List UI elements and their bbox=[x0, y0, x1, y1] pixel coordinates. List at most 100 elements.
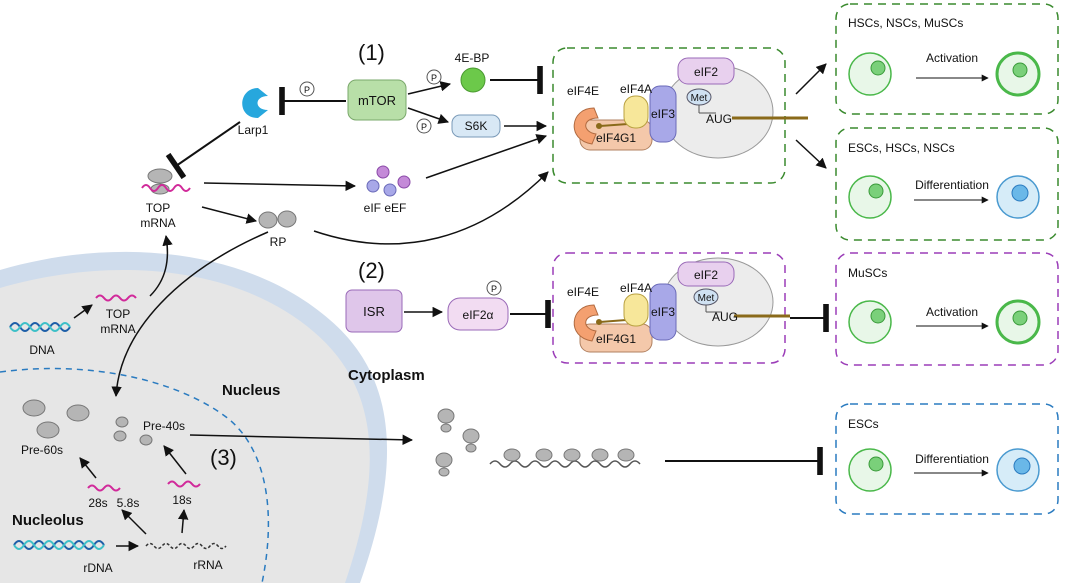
nuclear-top-export bbox=[149, 234, 173, 297]
initiation-complex-2 bbox=[573, 257, 790, 353]
nuclear-top-label-1: TOP bbox=[106, 307, 130, 321]
c1-eif4g1-label: eIF4G1 bbox=[596, 131, 636, 145]
outcome-4-cell-before bbox=[848, 448, 892, 492]
phospho-4ebp-label: P bbox=[431, 73, 437, 83]
5-8s-label: 5.8s bbox=[117, 496, 140, 510]
outcome-2-cell-before bbox=[848, 175, 892, 219]
top-mrna-ribosome bbox=[141, 168, 191, 195]
pre60-particles bbox=[22, 399, 90, 439]
rrna-label: rRNA bbox=[193, 558, 222, 572]
top-to-rp bbox=[201, 206, 258, 224]
nuclear-top-label-2: mRNA bbox=[100, 322, 135, 336]
outcome-4-nucleus-before bbox=[868, 456, 884, 472]
eif-eef-label: eIF eEF bbox=[364, 201, 407, 215]
nucleus-label: Nucleus bbox=[222, 382, 280, 399]
outcome-4-title: ESCs bbox=[848, 417, 879, 431]
4ebp-circle bbox=[460, 67, 486, 93]
mtor-to-4ebp bbox=[407, 81, 452, 95]
rp-icon bbox=[258, 210, 297, 229]
outcome-1-nucleus-before bbox=[870, 60, 886, 76]
initiation-complex-1-box bbox=[552, 47, 786, 184]
ribosome-export bbox=[189, 434, 414, 446]
outcome-1-title: HSCs, NSCs, MuSCs bbox=[848, 16, 963, 30]
outcome-2-label: Differentiation bbox=[915, 178, 989, 192]
eif-to-complex bbox=[425, 134, 547, 179]
pre40-particles bbox=[113, 416, 153, 446]
c2-eif2-label: eIF2 bbox=[694, 268, 718, 282]
top-to-eif-eef bbox=[203, 180, 357, 192]
rrna-transcript-icon bbox=[145, 542, 227, 550]
pre40-label: Pre-40s bbox=[143, 419, 185, 433]
outcome-2-nucleus-after bbox=[1011, 184, 1029, 202]
top-mrna-label-1: TOP bbox=[146, 201, 170, 215]
c2-eif3-label: eIF3 bbox=[651, 305, 675, 319]
cytoplasmic-ribosomes bbox=[435, 408, 480, 477]
outcome-3-nucleus-before bbox=[870, 308, 886, 324]
polysome-icon bbox=[489, 448, 641, 468]
rrna-to-28s bbox=[121, 509, 147, 535]
outcome-box-3 bbox=[835, 252, 1059, 366]
larp1-label: Larp1 bbox=[238, 123, 269, 137]
c1-met-label: Met bbox=[691, 93, 708, 104]
initiation-complex-1 bbox=[573, 57, 808, 159]
phospho-larp1-icon bbox=[299, 81, 315, 97]
outcome-box-4 bbox=[835, 403, 1059, 515]
outcome-4-nucleus-after bbox=[1013, 457, 1031, 475]
rdna-icon bbox=[13, 540, 105, 550]
phospho-larp1-label: P bbox=[304, 85, 310, 95]
larp1-icon bbox=[242, 88, 268, 118]
phospho-4ebp-icon bbox=[426, 69, 442, 85]
c1-eif4e-label: eIF4E bbox=[567, 84, 599, 98]
outcome-box-2 bbox=[835, 127, 1059, 241]
phospho-s6k-label: P bbox=[421, 122, 427, 132]
section-2-label: (2) bbox=[358, 258, 385, 283]
c1-eif3-label: eIF3 bbox=[651, 107, 675, 121]
dna-label: DNA bbox=[29, 343, 54, 357]
mtor-to-s6k bbox=[407, 107, 449, 124]
c2-aug-label: AUG bbox=[712, 310, 738, 324]
isr-label: ISR bbox=[363, 304, 385, 319]
18s-to-pre40 bbox=[163, 445, 187, 475]
phospho-eif2a-icon bbox=[486, 280, 502, 296]
top-mrna-label-2: mRNA bbox=[140, 216, 175, 230]
rrna-to-18s bbox=[177, 508, 189, 534]
rp-to-nucleolus bbox=[111, 231, 269, 398]
c1-aug-label: AUG bbox=[706, 112, 732, 126]
c2-eif4e-label: eIF4E bbox=[567, 285, 599, 299]
eif2a-box bbox=[447, 297, 509, 331]
outcome-3-title: MuSCs bbox=[848, 266, 887, 280]
outcome-1-label: Activation bbox=[926, 51, 978, 65]
rp-label: RP bbox=[270, 235, 287, 249]
pre60-label: Pre-60s bbox=[21, 443, 63, 457]
larp1-inhibits-top bbox=[165, 121, 241, 180]
outcome-3-label: Activation bbox=[926, 305, 978, 319]
complex1-to-activation bbox=[795, 63, 827, 95]
eif-eef-cluster bbox=[366, 165, 411, 197]
dna-icon bbox=[9, 322, 71, 332]
c2-eif4a-label: eIF4A bbox=[620, 281, 652, 295]
section-1-label: (1) bbox=[358, 40, 385, 65]
outcome-4-label: Differentiation bbox=[915, 452, 989, 466]
phospho-eif2a-label: P bbox=[491, 284, 497, 294]
28s-rrna-icon bbox=[87, 484, 121, 492]
phospho-s6k-icon bbox=[416, 118, 432, 134]
mtor-label: mTOR bbox=[358, 93, 396, 108]
outcome-2-title: ESCs, HSCs, NSCs bbox=[848, 141, 955, 155]
s6k-label: S6K bbox=[465, 119, 488, 133]
outcome-1-nucleus-after bbox=[1012, 62, 1028, 78]
c2-met-label: Met bbox=[698, 293, 715, 304]
outcome-2-nucleus-before bbox=[868, 183, 884, 199]
cytoplasm-label: Cytoplasm bbox=[348, 367, 425, 384]
complex1-to-differentiation bbox=[795, 139, 827, 169]
outcome-3-nucleus-after bbox=[1012, 310, 1028, 326]
s6k-box bbox=[451, 114, 501, 138]
28s-label: 28s bbox=[88, 496, 107, 510]
rdna-label: rDNA bbox=[83, 561, 112, 575]
18s-label: 18s bbox=[172, 493, 191, 507]
nucleolus-label: Nucleolus bbox=[12, 512, 84, 529]
outcome-1-cell-before bbox=[848, 52, 892, 96]
dna-to-top bbox=[73, 304, 93, 319]
c1-eif2-label: eIF2 bbox=[694, 65, 718, 79]
nuclear-top-mrna-icon bbox=[95, 294, 137, 302]
